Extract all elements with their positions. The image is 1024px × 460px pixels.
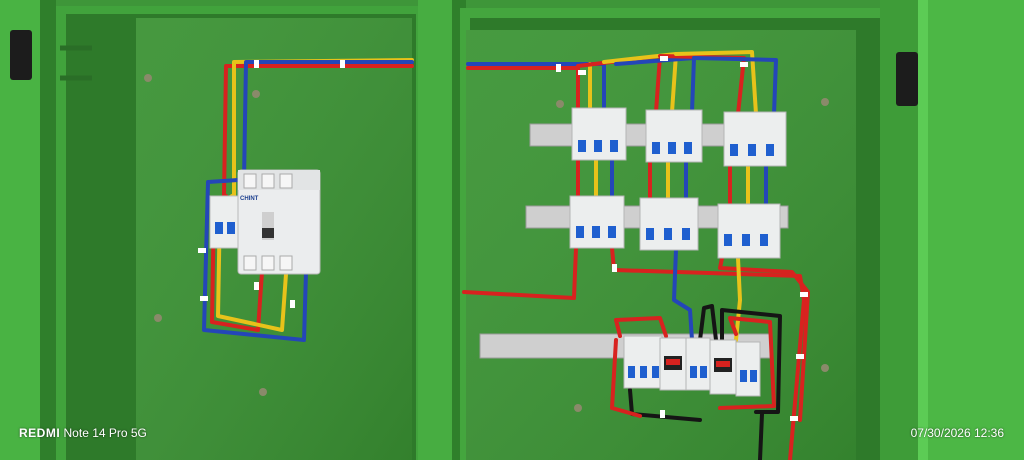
left-hinge xyxy=(10,30,32,80)
cable-ties xyxy=(198,60,345,308)
screw xyxy=(144,74,152,82)
red-wire xyxy=(718,316,776,410)
screw xyxy=(556,100,564,108)
blue-wire xyxy=(242,60,414,182)
breaker-3pole xyxy=(639,197,699,251)
yellow-wire xyxy=(674,50,758,116)
black-wire xyxy=(758,412,764,460)
blue-wire xyxy=(692,56,778,116)
blue-wire xyxy=(202,178,308,342)
watermark-brand: REDMI xyxy=(19,426,61,440)
breaker-row-top xyxy=(571,107,787,167)
watermark-model: Note 14 Pro 5G xyxy=(63,426,147,440)
cable-tie xyxy=(290,300,295,308)
cable-tie xyxy=(200,296,208,301)
red-wire xyxy=(466,66,580,112)
breaker-row-middle xyxy=(569,195,781,259)
screw xyxy=(259,388,267,396)
red-wire xyxy=(718,256,810,422)
screw xyxy=(154,314,162,322)
main-breaker: CHINT xyxy=(237,169,321,275)
breaker-3pole xyxy=(717,203,781,259)
breaker-3pole xyxy=(645,109,703,163)
panel-screws xyxy=(144,74,829,412)
red-wire xyxy=(222,64,414,198)
screw xyxy=(821,364,829,372)
voltage-protector xyxy=(709,339,737,395)
breaker-3pole xyxy=(623,335,663,389)
cable-tie xyxy=(578,70,586,75)
cable-ties-right xyxy=(556,56,808,421)
cable-tie xyxy=(800,292,808,297)
small-breaker xyxy=(209,195,241,249)
yellow-wire xyxy=(734,256,742,342)
black-wire xyxy=(720,308,782,414)
right-door-rim xyxy=(918,0,928,460)
screw xyxy=(574,404,582,412)
cable-tie xyxy=(254,60,259,68)
screw xyxy=(821,98,829,106)
screw xyxy=(252,90,260,98)
cable-tie xyxy=(740,62,748,67)
red-wire xyxy=(462,246,578,300)
cable-tie xyxy=(790,416,798,421)
red-wire xyxy=(610,246,806,460)
red-wire xyxy=(610,338,642,418)
breaker-2pole xyxy=(735,341,761,397)
cable-tie xyxy=(198,248,206,253)
cable-tie xyxy=(254,282,259,290)
right-hinge xyxy=(896,52,918,106)
cable-tie xyxy=(340,60,345,68)
cable-tie xyxy=(612,264,617,272)
photo-timestamp: 07/30/2026 12:36 xyxy=(910,426,1004,440)
camera-watermark: REDMI Note 14 Pro 5G xyxy=(19,426,147,440)
left-door-inner xyxy=(40,0,56,460)
main-breaker-brand: CHINT xyxy=(240,196,259,202)
cable-tie xyxy=(660,410,665,418)
breaker-3pole xyxy=(569,195,625,249)
cable-tie xyxy=(796,354,804,359)
breaker-3pole xyxy=(723,111,787,167)
breaker-2pole xyxy=(685,337,711,391)
cable-tie xyxy=(556,64,561,72)
red-wire xyxy=(614,316,668,338)
breaker-3pole xyxy=(571,107,627,161)
voltage-protector xyxy=(659,337,687,391)
cable-tie xyxy=(660,56,668,61)
black-wire xyxy=(698,304,718,342)
blue-wire xyxy=(672,248,694,342)
breaker-row-bottom xyxy=(623,335,761,397)
